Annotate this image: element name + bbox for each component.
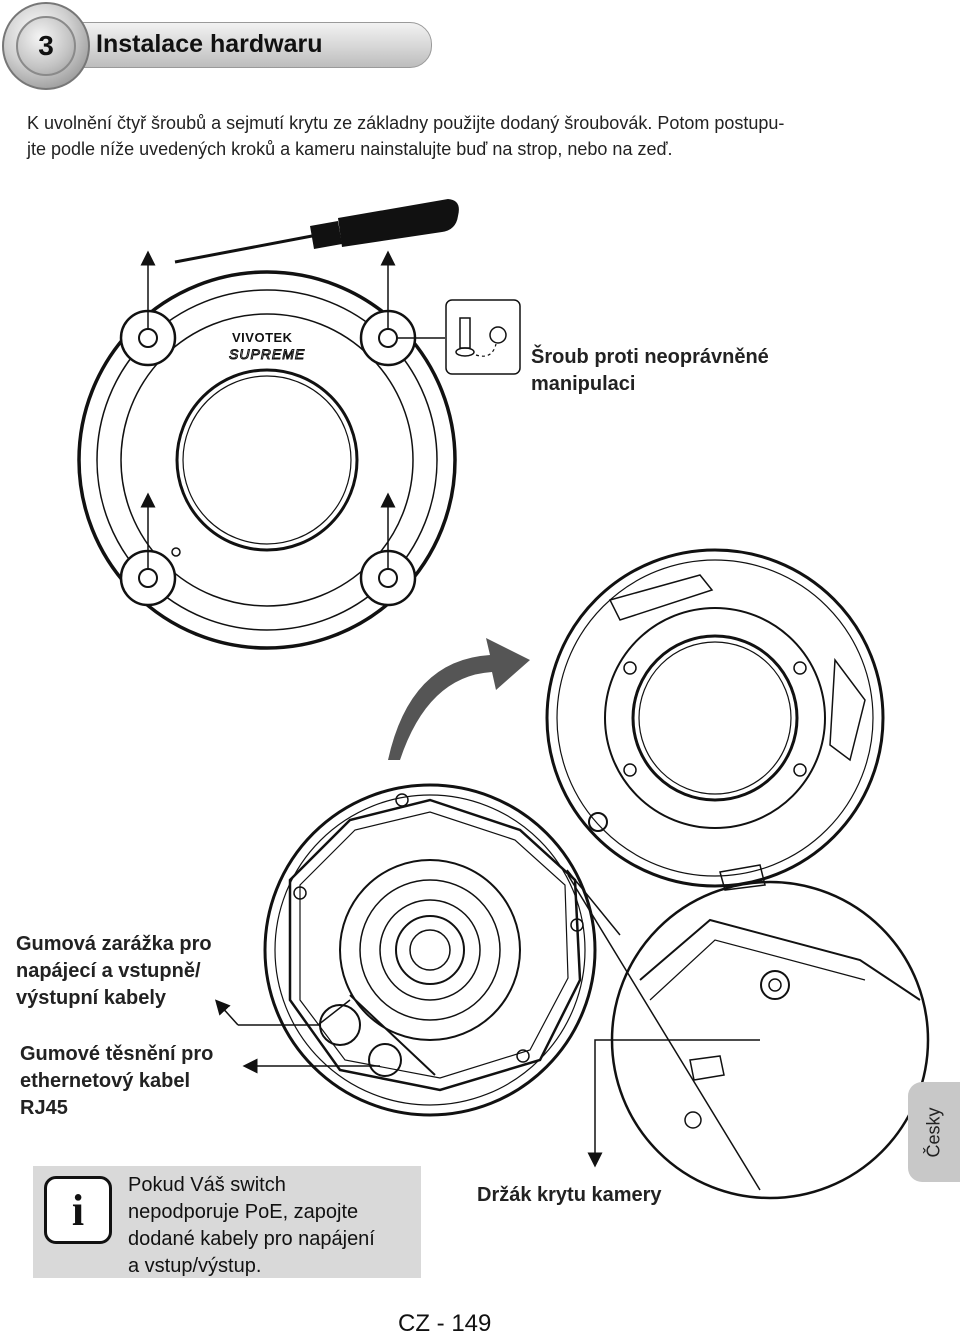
tamper-screw-callout xyxy=(398,299,521,375)
info-line-4: a vstup/výstup. xyxy=(128,1255,262,1277)
info-icon: i xyxy=(44,1176,112,1244)
intro-paragraph: K uvolnění čtyř šroubů a sejmutí krytu z… xyxy=(27,110,887,162)
language-tab: Česky xyxy=(908,1082,960,1182)
rubber-stopper-line-2: napájecí a vstupně/ xyxy=(16,960,201,982)
rubber-stopper-label: Gumová zarážka pro napájecí a vstupně/ v… xyxy=(16,931,212,1012)
rubber-seal-label: Gumové těsnění pro ethernetový kabel RJ4… xyxy=(20,1041,213,1122)
rotate-arrow-icon xyxy=(388,638,530,760)
rubber-seal-line-1: Gumové těsnění pro xyxy=(20,1043,214,1065)
intro-line-1: K uvolnění čtyř šroubů a sejmutí krytu z… xyxy=(27,113,785,133)
info-line-3: dodané kabely pro napájení xyxy=(128,1228,375,1250)
info-line-2: nepodporuje PoE, zapojte xyxy=(128,1201,359,1223)
info-note-text: Pokud Váš switch nepodporuje PoE, zapojt… xyxy=(128,1172,418,1280)
cover-holder-detail xyxy=(566,869,930,1200)
page-number: CZ - 149 xyxy=(398,1310,492,1337)
rubber-seal-line-3: RJ45 xyxy=(20,1097,68,1119)
section-header-bar xyxy=(60,22,432,68)
camera-top-view xyxy=(77,250,457,650)
section-title: Instalace hardwaru xyxy=(96,30,323,58)
rubber-stopper-line-3: výstupní kabely xyxy=(16,987,167,1009)
info-line-1: Pokud Váš switch xyxy=(128,1174,286,1196)
step-number: 3 xyxy=(16,16,76,76)
supreme-logo: SUPREME xyxy=(228,346,306,363)
language-tab-label: Česky xyxy=(923,1106,944,1158)
screwdriver-icon xyxy=(174,199,459,264)
tamper-label-line-1: Šroub proti neoprávněné xyxy=(531,346,769,368)
rubber-seal-line-2: ethernetový kabel xyxy=(20,1070,191,1092)
camera-module-inside xyxy=(263,783,597,1117)
camera-base-plate xyxy=(545,548,885,891)
tamper-label-line-2: manipulaci xyxy=(531,373,636,395)
label-pointers xyxy=(214,999,760,1168)
cover-holder-label: Držák krytu kamery xyxy=(477,1184,662,1206)
vivotek-logo: VIVOTEK xyxy=(232,330,293,345)
tamper-screw-label: Šroub proti neoprávněné manipulaci xyxy=(531,344,769,398)
rubber-stopper-line-1: Gumová zarážka pro xyxy=(16,933,212,955)
intro-line-2: jte podle níže uvedených kroků a kameru … xyxy=(27,139,673,159)
